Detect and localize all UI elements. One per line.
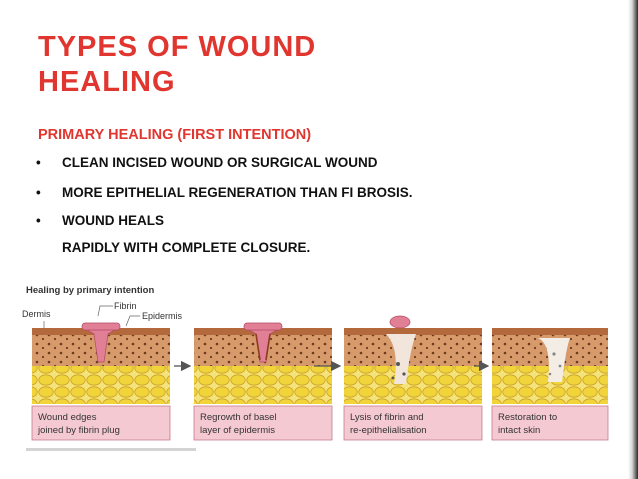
slide-title: TYPES OF WOUND HEALING	[38, 31, 317, 98]
caption-line: Regrowth of basel	[200, 412, 277, 423]
caption-box-4: Restoration to intact skin	[491, 405, 609, 441]
caption-line: Wound edges	[38, 412, 97, 423]
caption-line: layer of epidermis	[200, 425, 275, 436]
bullet-dot: •	[36, 185, 41, 200]
caption-line: intact skin	[498, 425, 540, 436]
caption-line: re-epithelialisation	[350, 425, 427, 436]
caption-box-2: Regrowth of basel layer of epidermis	[193, 405, 333, 441]
cropped-next-heading	[26, 448, 196, 451]
bullet-dot: •	[36, 213, 41, 228]
label-dermis: Dermis	[22, 309, 51, 319]
slide-edge-shadow	[628, 0, 638, 479]
figure-heading: Healing by primary intention	[26, 285, 154, 296]
bullet-continuation: RAPIDLY WITH COMPLETE CLOSURE.	[62, 240, 311, 255]
skin-panel-4	[492, 328, 608, 404]
label-fibrin: Fibrin	[114, 301, 137, 311]
skin-panel-3	[344, 315, 482, 404]
bullet-text: MORE EPITHELIAL REGENERATION THAN FI BRO…	[62, 185, 413, 200]
wound-healing-diagram: Healing by primary intention Fibrin Derm…	[22, 285, 609, 451]
caption-line: Restoration to	[498, 412, 557, 423]
slide-subtitle: PRIMARY HEALING (FIRST INTENTION)	[38, 127, 312, 143]
caption-box-3: Lysis of fibrin and re-epithelialisation	[343, 405, 483, 441]
caption-line: Lysis of fibrin and	[350, 412, 424, 423]
bullet-dot: •	[36, 155, 41, 170]
skin-panel-1	[32, 322, 170, 404]
caption-box-1: Wound edges joined by fibrin plug	[31, 405, 171, 441]
caption-line: joined by fibrin plug	[37, 425, 120, 436]
bullet-text: WOUND HEALS	[62, 213, 164, 228]
label-epidermis: Epidermis	[142, 311, 183, 321]
bullet-text: CLEAN INCISED WOUND OR SURGICAL WOUND	[62, 155, 378, 170]
skin-panel-2	[194, 322, 332, 404]
